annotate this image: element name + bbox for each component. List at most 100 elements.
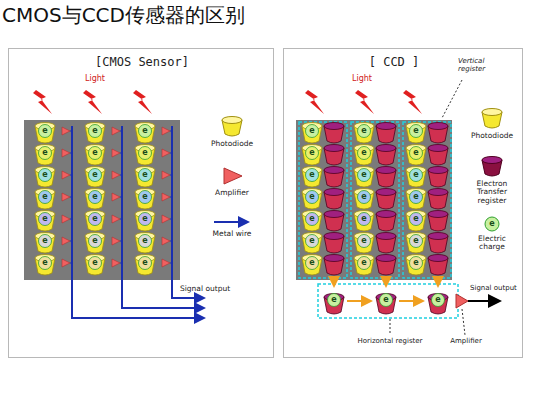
amplifier-symbol bbox=[62, 149, 70, 157]
metal-wire-sample bbox=[214, 221, 248, 223]
charge-letter: e bbox=[331, 296, 336, 304]
legend-text: Amplifier bbox=[202, 189, 262, 197]
amplifier-symbol bbox=[62, 237, 70, 245]
metal-wire bbox=[170, 241, 172, 242]
amplifier-symbol bbox=[62, 215, 70, 223]
cup-symbol bbox=[376, 189, 396, 196]
charge-circle bbox=[89, 125, 102, 138]
charge-circle bbox=[89, 213, 102, 226]
charge-letter: e bbox=[383, 296, 388, 304]
charge-circle bbox=[39, 213, 52, 226]
amplifier-symbol bbox=[112, 171, 120, 179]
cup-symbol bbox=[428, 233, 448, 240]
callout-label: Signal output bbox=[180, 285, 230, 293]
cup-symbol bbox=[324, 255, 344, 262]
metal-wire bbox=[170, 131, 172, 132]
photodiode-sample bbox=[482, 109, 502, 116]
charge-circle bbox=[410, 191, 423, 204]
charge-letter: e bbox=[309, 215, 314, 223]
charge-letter: e bbox=[142, 127, 147, 135]
charge-circle bbox=[306, 213, 319, 226]
metal-wire bbox=[120, 175, 122, 176]
charge-letter: e bbox=[42, 215, 47, 223]
charge-letter: e bbox=[413, 259, 418, 267]
charge-circle bbox=[89, 169, 102, 182]
charge-circle bbox=[410, 257, 423, 270]
cup-symbol bbox=[324, 167, 344, 174]
metal-wire bbox=[170, 175, 172, 176]
charge-circle bbox=[139, 169, 152, 182]
charge-circle bbox=[89, 257, 102, 270]
amplifier-symbol bbox=[162, 237, 170, 245]
charge-circle bbox=[328, 294, 341, 307]
charge-letter: e bbox=[361, 127, 366, 135]
charge-circle bbox=[306, 147, 319, 160]
light-bolts bbox=[33, 90, 422, 114]
charge-letter: e bbox=[309, 171, 314, 179]
charge-letter: e bbox=[92, 237, 97, 245]
charge-letter: e bbox=[92, 215, 97, 223]
charge-circle bbox=[139, 147, 152, 160]
charge-sample bbox=[485, 217, 499, 231]
charge-letter: e bbox=[92, 149, 97, 157]
cup-symbol bbox=[428, 255, 448, 262]
metal-wire bbox=[70, 241, 72, 242]
charge-circle bbox=[306, 125, 319, 138]
charge-circle bbox=[89, 235, 102, 248]
charge-circle bbox=[358, 213, 371, 226]
amplifier-sample bbox=[224, 168, 242, 184]
charge-circle bbox=[380, 294, 393, 307]
amplifier-symbol bbox=[112, 127, 120, 135]
charge-circle bbox=[306, 235, 319, 248]
charge-circle bbox=[358, 169, 371, 182]
amplifier-symbol bbox=[112, 259, 120, 267]
charge-letter: e bbox=[361, 149, 366, 157]
amplifier-symbol bbox=[162, 215, 170, 223]
cup-symbol bbox=[376, 145, 396, 152]
charge-circle bbox=[39, 235, 52, 248]
amplifier-symbol bbox=[112, 149, 120, 157]
metal-wire bbox=[70, 263, 72, 264]
cup-symbol bbox=[324, 123, 344, 130]
callout-label: Horizontal register bbox=[358, 338, 423, 346]
charge-circle bbox=[306, 257, 319, 270]
metal-wire bbox=[70, 219, 72, 220]
metal-wire bbox=[170, 197, 172, 198]
charge-letter: e bbox=[142, 237, 147, 245]
charge-circle bbox=[39, 257, 52, 270]
cup-symbol bbox=[376, 123, 396, 130]
photodiode-sample bbox=[222, 117, 242, 124]
charge-letter: e bbox=[142, 259, 147, 267]
charge-letter: e bbox=[309, 259, 314, 267]
register-sample bbox=[482, 157, 502, 164]
leader-line bbox=[442, 80, 462, 118]
charge-circle bbox=[139, 191, 152, 204]
metal-wire bbox=[120, 241, 122, 242]
cup-symbol bbox=[428, 167, 448, 174]
charge-letter: e bbox=[42, 259, 47, 267]
charge-circle bbox=[410, 125, 423, 138]
legend-text: Photodiode bbox=[202, 140, 262, 148]
charge-letter: e bbox=[42, 193, 47, 201]
amplifier-symbol bbox=[62, 127, 70, 135]
cup-symbol bbox=[376, 233, 396, 240]
charge-circle bbox=[306, 191, 319, 204]
cup-symbol bbox=[428, 189, 448, 196]
charge-letter: e bbox=[42, 149, 47, 157]
metal-wire bbox=[70, 175, 72, 176]
charge-letter: e bbox=[142, 193, 147, 201]
charge-letter: e bbox=[142, 149, 147, 157]
callout-label: Amplifier bbox=[450, 338, 482, 346]
panel-header: [CMOS Sensor] bbox=[95, 55, 189, 69]
cup-symbol bbox=[376, 167, 396, 174]
charge-letter: e bbox=[413, 237, 418, 245]
cup-symbol bbox=[428, 145, 448, 152]
leader-line bbox=[390, 319, 391, 335]
cup-symbol bbox=[324, 189, 344, 196]
amplifier-symbol bbox=[112, 237, 120, 245]
metal-wire bbox=[170, 153, 172, 154]
metal-wire bbox=[120, 219, 122, 220]
signal-arrow bbox=[468, 300, 500, 302]
metal-wire bbox=[120, 197, 122, 198]
sensor-panel: [CMOS Sensor] bbox=[8, 48, 274, 358]
